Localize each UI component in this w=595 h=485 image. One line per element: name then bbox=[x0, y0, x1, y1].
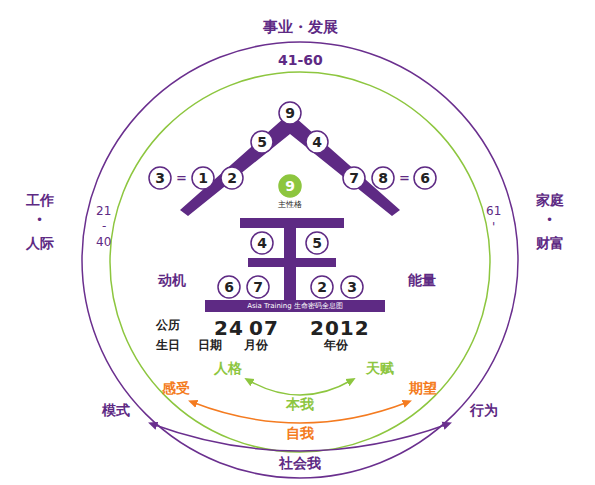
number-circle: 7 bbox=[342, 166, 366, 190]
number-text: 3 bbox=[148, 166, 172, 190]
number-circle: 5 bbox=[305, 231, 329, 255]
text-label: 感受 bbox=[162, 380, 190, 396]
middle-bar bbox=[248, 258, 336, 267]
number-text: 2 bbox=[310, 275, 334, 299]
text-label: 社会我 bbox=[276, 455, 324, 471]
number-text: 5 bbox=[305, 231, 329, 255]
number-text: 5 bbox=[250, 130, 274, 154]
number-circle: 5 bbox=[250, 130, 274, 154]
number-circle: 8 bbox=[371, 166, 395, 190]
text-label: 动机 bbox=[158, 272, 186, 288]
text-label: 天赋 bbox=[366, 360, 394, 376]
circle-shape bbox=[306, 131, 328, 153]
text-label: 07 bbox=[249, 317, 279, 340]
quan-character bbox=[180, 118, 400, 304]
number-text: 9 bbox=[278, 101, 302, 125]
text-label: 21 bbox=[96, 205, 111, 219]
number-circle: 3 bbox=[148, 166, 172, 190]
number-circle: 2 bbox=[310, 275, 334, 299]
text-label: = bbox=[399, 171, 410, 186]
text-label: 41-60 bbox=[278, 52, 323, 68]
number-text: 6 bbox=[217, 275, 241, 299]
text-label: 24 bbox=[214, 317, 244, 340]
number-text: 9 bbox=[277, 174, 303, 198]
text-label: • bbox=[36, 214, 43, 228]
self-arc bbox=[248, 380, 352, 395]
text-label: - bbox=[102, 220, 106, 234]
number-circle: 7 bbox=[246, 275, 270, 299]
circle-shape bbox=[221, 167, 243, 189]
number-text: 3 bbox=[340, 275, 364, 299]
text-label: 财富 bbox=[536, 235, 564, 251]
number-text: 2 bbox=[220, 166, 244, 190]
number-text: 7 bbox=[342, 166, 366, 190]
circle-shape bbox=[218, 276, 240, 298]
number-text: 7 bbox=[246, 275, 270, 299]
circle-shape bbox=[279, 102, 301, 124]
main-number-circle: 9主性格 bbox=[277, 174, 303, 210]
text-label: 工作 bbox=[26, 192, 54, 208]
circle-caption: 主性格 bbox=[277, 199, 303, 210]
text-label: 本我 bbox=[283, 396, 317, 412]
text-label: = bbox=[176, 171, 187, 186]
circle-shape bbox=[414, 167, 436, 189]
text-label: 40 bbox=[96, 236, 111, 250]
circle-shape bbox=[343, 167, 365, 189]
text-label: ' bbox=[492, 221, 495, 235]
social-arc bbox=[152, 424, 448, 451]
number-circle: 6 bbox=[217, 275, 241, 299]
number-circle: 4 bbox=[250, 231, 274, 255]
circle-shape bbox=[341, 276, 363, 298]
text-label: 月份 bbox=[244, 339, 268, 353]
circle-shape bbox=[372, 167, 394, 189]
number-text: 4 bbox=[305, 130, 329, 154]
number-circle: 3 bbox=[340, 275, 364, 299]
text-label: 自我 bbox=[283, 425, 317, 441]
text-label: 公历 bbox=[156, 319, 180, 333]
text-label: 人格 bbox=[214, 360, 242, 376]
circle-shape bbox=[251, 131, 273, 153]
text-label: 家庭 bbox=[536, 192, 564, 208]
number-text: 8 bbox=[371, 166, 395, 190]
roof-stroke bbox=[180, 118, 400, 216]
number-text: 6 bbox=[413, 166, 437, 190]
number-circle: 2 bbox=[220, 166, 244, 190]
text-label: • bbox=[546, 214, 553, 228]
number-text: 1 bbox=[191, 166, 215, 190]
text-label: 模式 bbox=[102, 402, 130, 418]
text-label: 事业・发展 bbox=[263, 19, 338, 36]
text-label: 生日 bbox=[156, 339, 180, 353]
number-circle: 1 bbox=[191, 166, 215, 190]
number-circle: 4 bbox=[305, 130, 329, 154]
number-circle: 9 bbox=[278, 101, 302, 125]
text-label: 人际 bbox=[26, 235, 54, 251]
text-label: 年份 bbox=[324, 339, 348, 353]
text-label: 日期 bbox=[198, 339, 222, 353]
number-text: 4 bbox=[250, 231, 274, 255]
text-label: 61 bbox=[486, 205, 501, 219]
band-text: Asia Training 生命密码全息图 bbox=[210, 301, 380, 311]
text-label: 期望 bbox=[409, 380, 437, 396]
circle-shape bbox=[306, 232, 328, 254]
outer-ring bbox=[82, 42, 518, 478]
title-band: Asia Training 生命密码全息图 bbox=[205, 300, 385, 312]
text-label: 能量 bbox=[408, 272, 436, 288]
text-label: 2012 bbox=[310, 317, 370, 340]
inner-ring bbox=[110, 72, 490, 452]
circle-shape bbox=[149, 167, 171, 189]
circle-shape bbox=[192, 167, 214, 189]
circle-shape bbox=[251, 232, 273, 254]
circle-shape bbox=[311, 276, 333, 298]
number-circle: 6 bbox=[413, 166, 437, 190]
text-label: 行为 bbox=[470, 402, 498, 418]
circle-shape bbox=[247, 276, 269, 298]
